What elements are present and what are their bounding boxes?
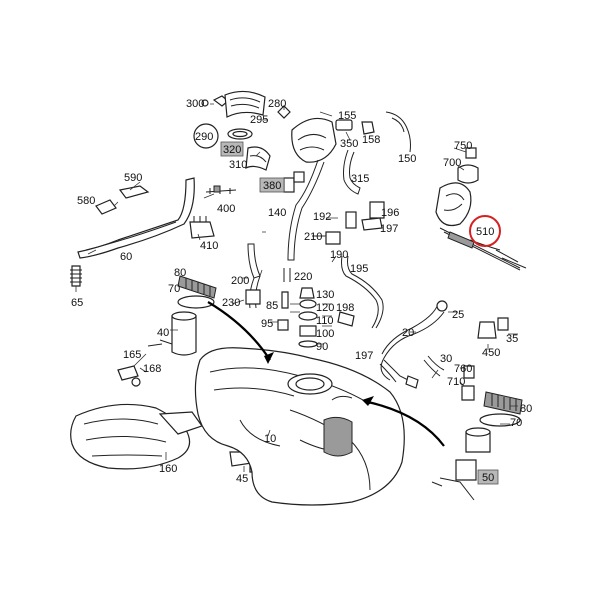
- part-label: 120: [316, 302, 334, 314]
- part-label: 230: [222, 297, 240, 309]
- part-label: 198: [336, 302, 354, 314]
- part-label: 197: [355, 350, 373, 362]
- part-label: 295: [250, 114, 268, 126]
- label-box-380: [259, 177, 285, 193]
- part-label: 580: [77, 195, 95, 207]
- filler-pipe-group: [283, 117, 375, 261]
- pump-right-group: [431, 365, 523, 501]
- part-label: 130: [316, 289, 334, 301]
- part-label: 710: [447, 376, 465, 388]
- part-label: 190: [330, 249, 348, 261]
- part-label: 20: [402, 327, 414, 339]
- part-label: 35: [506, 333, 518, 345]
- part-label: 95: [261, 318, 273, 330]
- part-label: 40: [157, 327, 169, 339]
- part-label: 590: [124, 172, 142, 184]
- part-label: 25: [452, 309, 464, 321]
- part-label: 310: [229, 159, 247, 171]
- part-label: 85: [266, 300, 278, 312]
- part-label: 410: [200, 240, 218, 252]
- part-label: 60: [120, 251, 132, 263]
- label-box-50: [477, 469, 499, 485]
- part-label: 140: [268, 207, 286, 219]
- bracket-60-group: [70, 177, 195, 287]
- part-label: 195: [350, 263, 368, 275]
- pump-left-group: [147, 275, 217, 356]
- part-label: 110: [316, 315, 334, 327]
- sender-stack-group: [277, 287, 355, 348]
- part-label: 300: [186, 98, 204, 110]
- part-label: 80: [520, 403, 532, 415]
- part-label: 45: [236, 473, 248, 485]
- fuel-pump-module-group: [435, 147, 527, 271]
- canister-hoses-group: [193, 90, 291, 171]
- part-label: 320: [223, 144, 241, 156]
- part-label: 150: [398, 153, 416, 165]
- part-label: 80: [174, 267, 186, 279]
- part-label: 70: [168, 283, 180, 295]
- part-label: 192: [313, 211, 331, 223]
- part-label: 155: [338, 110, 356, 122]
- part-label: 450: [482, 347, 500, 359]
- leader-lines: [75, 111, 518, 473]
- part-label: 165: [123, 349, 141, 361]
- part-label: 280: [268, 98, 286, 110]
- part-label: 10: [264, 433, 276, 445]
- part-label: 700: [443, 157, 461, 169]
- part-label: 168: [143, 363, 161, 375]
- part-label: 50: [482, 472, 494, 484]
- part-label: 315: [351, 173, 369, 185]
- connector-group-400: [189, 185, 237, 239]
- part-label: 350: [340, 138, 358, 150]
- part-label: 200: [231, 275, 249, 287]
- direction-arrows: [207, 301, 445, 447]
- label-box-320: [220, 141, 244, 157]
- part-label: 510: [476, 226, 494, 238]
- valve-group: [312, 201, 385, 245]
- part-label: 90: [316, 341, 328, 353]
- part-label: 65: [71, 297, 83, 309]
- part-label: 400: [217, 203, 235, 215]
- part-label: 100: [316, 328, 334, 340]
- part-label: 290: [195, 131, 213, 143]
- part-label: 30: [440, 353, 452, 365]
- part-label: 70: [510, 417, 522, 429]
- part-label: 760: [454, 363, 472, 375]
- hose-200-group: [245, 243, 384, 329]
- fuel-line-150-group: [385, 111, 411, 153]
- part-label: 158: [362, 134, 380, 146]
- part-label: 220: [294, 271, 312, 283]
- part-label: 160: [159, 463, 177, 475]
- part-label: 380: [263, 180, 281, 192]
- part-label: 750: [454, 140, 472, 152]
- part-label: 197: [380, 223, 398, 235]
- part-label: 210: [304, 231, 322, 243]
- part-label: 196: [381, 207, 399, 219]
- highlight-circle-510: [469, 215, 501, 247]
- fuel-tank-10: [194, 347, 405, 506]
- right-lines-group: [379, 300, 509, 389]
